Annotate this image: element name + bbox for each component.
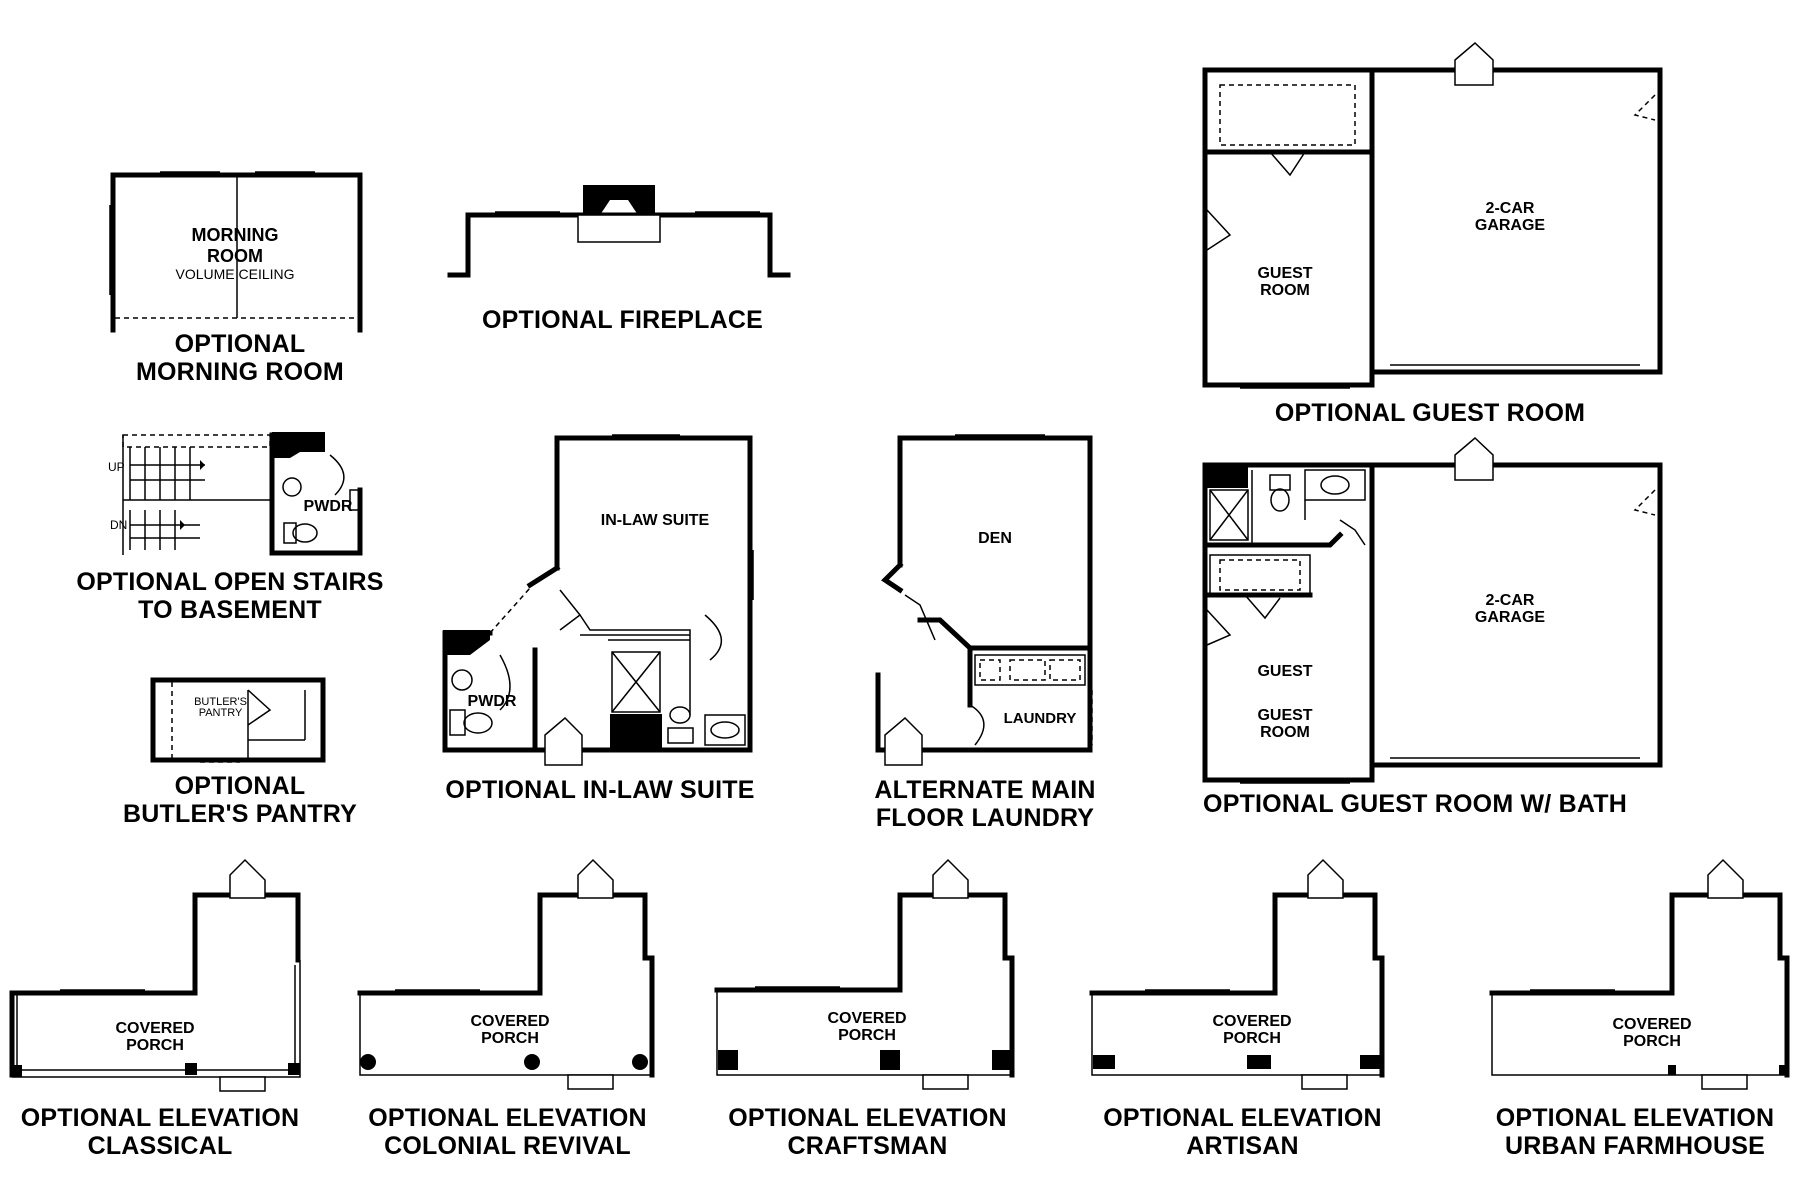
guest-room-bath-plan <box>1202 436 1663 784</box>
stairs-down-label: DN <box>110 518 128 532</box>
caption-open-stairs: OPTIONAL OPEN STAIRS TO BASEMENT <box>76 568 384 624</box>
butlers-pantry-label: BUTLER'S PANTRY <box>194 696 247 719</box>
guest-room-1-label: GUEST ROOM <box>1257 265 1313 299</box>
in-law-suite-plan <box>442 434 754 766</box>
morning-room-label: MORNING ROOM <box>191 225 279 266</box>
caption-guest-room-bath: OPTIONAL GUEST ROOM W/ BATH <box>1203 790 1627 818</box>
porch-classical-label: COVERED PORCH <box>115 1020 195 1054</box>
open-stairs-plan <box>122 432 363 556</box>
caption-elevation-craftsman: OPTIONAL ELEVATION CRAFTSMAN <box>728 1104 1007 1160</box>
pwdr-label: PWDR <box>303 498 353 515</box>
garage-2-label: 2-CAR GARAGE <box>1474 592 1546 626</box>
caption-butlers-pantry: OPTIONAL BUTLER'S PANTRY <box>123 772 357 828</box>
caption-laundry: ALTERNATE MAIN FLOOR LAUNDRY <box>874 776 1096 832</box>
pwdr-2-label: PWDR <box>467 693 517 710</box>
porch-artisan-label: COVERED PORCH <box>1212 1013 1292 1047</box>
caption-elevation-classical: OPTIONAL ELEVATION CLASSICAL <box>20 1104 300 1160</box>
caption-fireplace: OPTIONAL FIREPLACE <box>482 306 763 334</box>
elevation-colonial-plan <box>357 858 655 1090</box>
porch-craftsman-label: COVERED PORCH <box>827 1010 907 1044</box>
in-law-suite-label: IN-LAW SUITE <box>600 512 710 529</box>
guest-label: GUEST <box>1257 663 1313 680</box>
garage-1-label: 2-CAR GARAGE <box>1474 200 1546 234</box>
guest-room-plan <box>1202 41 1663 389</box>
elevation-farmhouse-plan <box>1489 858 1790 1090</box>
caption-guest-room: OPTIONAL GUEST ROOM <box>1274 399 1586 427</box>
caption-elevation-colonial: OPTIONAL ELEVATION COLONIAL REVIVAL <box>368 1104 647 1160</box>
volume-ceiling-label: VOLUME CEILING <box>175 266 295 282</box>
laundry-label: LAUNDRY <box>1003 710 1077 727</box>
porch-colonial-label: COVERED PORCH <box>470 1013 550 1047</box>
elevation-craftsman-plan <box>714 858 1015 1090</box>
caption-elevation-artisan: OPTIONAL ELEVATION ARTISAN <box>1103 1104 1382 1160</box>
fireplace-plan <box>447 185 791 278</box>
guest-room-2-label: GUEST ROOM <box>1257 707 1313 741</box>
den-label: DEN <box>978 530 1012 547</box>
den-laundry-plan <box>875 434 1093 766</box>
elevation-classical-plan <box>9 858 301 1092</box>
elevation-artisan-plan <box>1089 858 1385 1090</box>
stairs-up-label: UP <box>108 460 125 474</box>
caption-in-law-suite: OPTIONAL IN-LAW SUITE <box>445 776 755 804</box>
butlers-pantry-plan <box>150 677 326 763</box>
morning-room-plan <box>109 171 363 333</box>
caption-elevation-farmhouse: OPTIONAL ELEVATION URBAN FARMHOUSE <box>1495 1104 1775 1160</box>
caption-morning-room: OPTIONAL MORNING ROOM <box>136 330 344 386</box>
porch-farmhouse-label: COVERED PORCH <box>1612 1016 1692 1050</box>
